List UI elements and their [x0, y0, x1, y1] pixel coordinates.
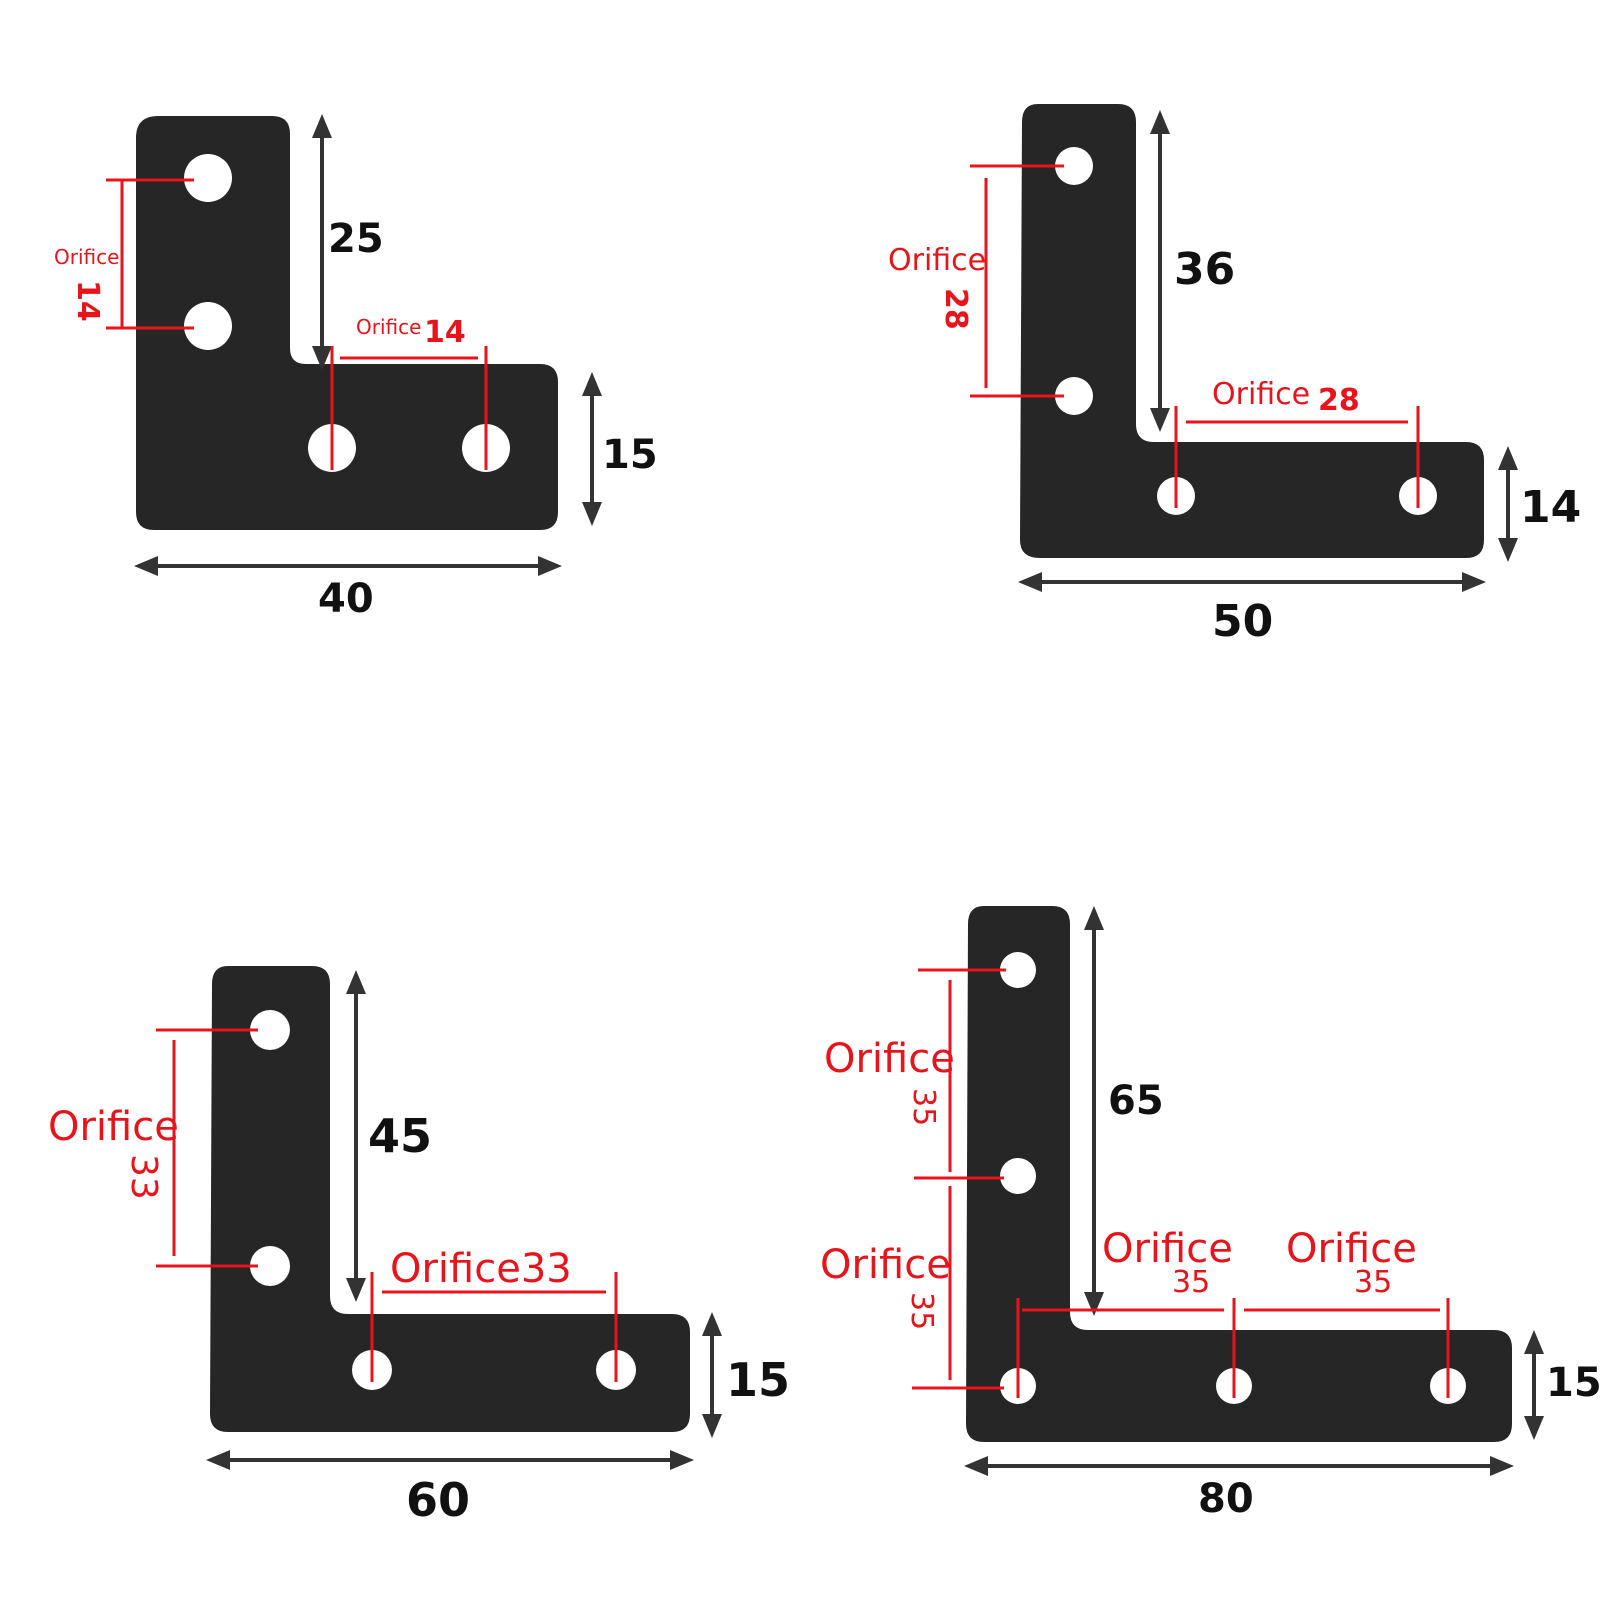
mounting-hole — [1055, 147, 1093, 185]
horizontal-orifice-label: Orifice — [1212, 377, 1310, 412]
vertical-orifice-label-upper: Orifice — [824, 1036, 955, 1082]
thickness-label: 15 — [1546, 1360, 1600, 1406]
vertical-orifice-guide — [970, 164, 1064, 398]
bracket-40: 25 15 40 Orifice 14 Orifice — [54, 114, 658, 622]
bracket-80: 65 15 80 Orifice 35 Orifice 35 — [820, 906, 1600, 1522]
vertical-orifice-guide — [156, 1028, 258, 1268]
width-arrow — [1018, 572, 1486, 592]
width-arrow — [134, 556, 562, 576]
vertical-orifice-value: 33 — [123, 1154, 164, 1200]
bracket-60: 45 15 60 Orifice 33 Orifice33 — [48, 966, 790, 1527]
horizontal-orifice-label-left: Orifice — [1102, 1226, 1233, 1272]
height-arrow — [1084, 906, 1104, 1316]
vertical-orifice-value: 14 — [70, 280, 105, 322]
vertical-orifice-value: 28 — [938, 288, 973, 330]
bracket-plate — [1020, 104, 1484, 558]
vertical-orifice-guide — [106, 178, 194, 330]
mounting-hole — [184, 154, 232, 202]
horizontal-orifice-value: 28 — [1318, 383, 1360, 418]
thickness-arrow — [1524, 1330, 1544, 1440]
height-arrow — [312, 114, 332, 370]
bracket-plate — [136, 116, 558, 530]
vertical-orifice-label: Orifice — [54, 245, 119, 269]
height-label: 65 — [1108, 1078, 1164, 1124]
horizontal-orifice-value-left: 35 — [1172, 1265, 1210, 1300]
width-arrow — [206, 1450, 694, 1470]
vertical-orifice-label: Orifice — [48, 1104, 179, 1150]
width-label: 40 — [318, 576, 374, 622]
mounting-hole — [184, 302, 232, 350]
mounting-hole — [250, 1010, 290, 1050]
horizontal-orifice-label: Orifice33 — [390, 1246, 572, 1292]
mounting-hole — [1055, 377, 1093, 415]
thickness-label: 15 — [602, 432, 658, 478]
vertical-orifice-label: Orifice — [888, 243, 986, 278]
width-arrow — [964, 1456, 1514, 1476]
bracket-plate — [210, 966, 690, 1432]
horizontal-orifice-value-right: 35 — [1354, 1265, 1392, 1300]
thickness-arrow — [582, 372, 602, 526]
mounting-hole — [250, 1246, 290, 1286]
horizontal-orifice-label: Orifice — [356, 315, 421, 339]
height-label: 36 — [1174, 244, 1235, 295]
horizontal-orifice-guide — [330, 346, 488, 470]
height-arrow — [1150, 110, 1170, 432]
vertical-orifice-value-lower: 35 — [904, 1292, 939, 1330]
thickness-label: 14 — [1520, 482, 1581, 533]
vertical-orifice-guide-lower — [912, 1186, 1004, 1390]
horizontal-orifice-value: 14 — [424, 315, 466, 350]
vertical-orifice-label-lower: Orifice — [820, 1242, 951, 1288]
height-label: 45 — [368, 1109, 432, 1163]
horizontal-orifice-guide — [1016, 1298, 1450, 1398]
vertical-orifice-guide-upper — [914, 968, 1006, 1180]
thickness-label: 15 — [726, 1353, 790, 1407]
thickness-arrow — [702, 1312, 722, 1438]
height-label: 25 — [328, 216, 384, 262]
horizontal-orifice-guide — [370, 1272, 618, 1382]
mounting-hole — [1000, 1158, 1036, 1194]
bracket-plate — [966, 906, 1512, 1442]
bracket-50: 36 14 50 Orifice 28 Orifice — [888, 104, 1581, 647]
mounting-hole — [1000, 952, 1036, 988]
height-arrow — [346, 970, 366, 1302]
horizontal-orifice-label-right: Orifice — [1286, 1226, 1417, 1272]
horizontal-orifice-guide — [1174, 406, 1420, 508]
width-label: 80 — [1198, 1476, 1254, 1522]
thickness-arrow — [1498, 446, 1518, 562]
vertical-orifice-value-upper: 35 — [906, 1088, 941, 1126]
width-label: 50 — [1212, 596, 1273, 647]
width-label: 60 — [406, 1473, 470, 1527]
